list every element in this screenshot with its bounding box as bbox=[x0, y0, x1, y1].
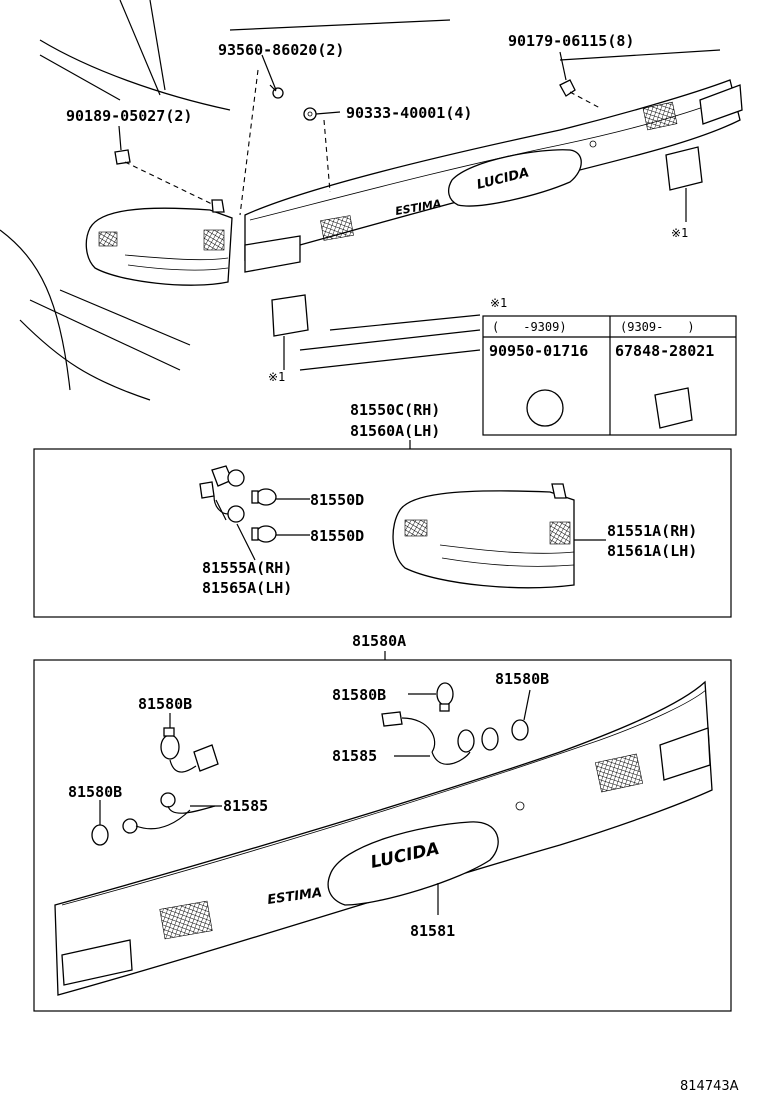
vehicle-body-outline bbox=[0, 0, 721, 401]
bulb-lower-label: 81550D bbox=[310, 527, 364, 545]
round-plug-icon bbox=[526, 389, 564, 427]
garnish-assembly-box bbox=[33, 659, 732, 1012]
lamp-assembly-box bbox=[33, 448, 732, 618]
rear-garnish-lens: LUCIDA ESTIMA bbox=[54, 680, 713, 996]
socket-wire-mid bbox=[381, 682, 529, 765]
garnish-assembly-label: 81580A bbox=[352, 632, 406, 650]
grommet-label: 90333-40001(4) bbox=[346, 104, 472, 122]
screw-label: 93560-86020(2) bbox=[218, 41, 344, 59]
bulb-upper-label: 81550D bbox=[310, 491, 364, 509]
nut-icon bbox=[114, 149, 131, 165]
bulb-right-label: 81580B bbox=[495, 670, 549, 688]
square-plug-icon bbox=[654, 387, 693, 429]
plug-cover-right bbox=[665, 146, 703, 191]
bulb-lower-icon bbox=[251, 525, 277, 543]
socket-label-rh: 81555A(RH) bbox=[202, 559, 292, 577]
clip-icon bbox=[559, 79, 576, 97]
screw-icon bbox=[269, 84, 284, 99]
bulb-left-bottom-label: 81580B bbox=[68, 783, 122, 801]
socket-left-label: 81585 bbox=[223, 797, 268, 815]
tail-lamp-lens bbox=[392, 483, 575, 589]
grommet-icon bbox=[303, 107, 317, 121]
illustration-id: 814743A bbox=[680, 1079, 739, 1094]
bulb-upper-icon bbox=[251, 488, 277, 506]
note-mark-left: ※1 bbox=[268, 370, 285, 384]
lens-label-lh: 81561A(LH) bbox=[607, 542, 697, 560]
nut-label: 90189-05027(2) bbox=[66, 107, 192, 125]
garnish-lens-label: 81581 bbox=[410, 922, 455, 940]
lamp-assembly-label-rh: 81550C(RH) bbox=[350, 401, 440, 419]
lamp-assembly-label-lh: 81560A(LH) bbox=[350, 422, 440, 440]
note-table-header-left: ( -9309) bbox=[492, 320, 567, 334]
note-table-header-right: (9309- ) bbox=[620, 320, 695, 334]
note-table-part-right: 67848-28021 bbox=[615, 342, 714, 360]
tail-lamp-top-left bbox=[85, 199, 233, 286]
bulb-left-top-label: 81580B bbox=[138, 695, 192, 713]
note-mark-right: ※1 bbox=[671, 226, 688, 240]
note-table-mark: ※1 bbox=[490, 296, 507, 310]
note-table-part-left: 90950-01716 bbox=[489, 342, 588, 360]
socket-wire-left bbox=[91, 727, 219, 846]
rear-garnish-top: LUCIDA ESTIMA bbox=[244, 79, 743, 273]
socket-label-lh: 81565A(LH) bbox=[202, 579, 292, 597]
lamp-socket-icon bbox=[199, 465, 245, 523]
bulb-mid-label: 81580B bbox=[332, 686, 386, 704]
socket-mid-label: 81585 bbox=[332, 747, 377, 765]
plug-cover-left bbox=[271, 294, 309, 337]
lens-label-rh: 81551A(RH) bbox=[607, 522, 697, 540]
clip-label: 90179-06115(8) bbox=[508, 32, 634, 50]
top-leader-lines bbox=[118, 51, 687, 370]
note-table: ※1 ( -9309) (9309- ) 90950-01716 67848-2… bbox=[482, 296, 737, 436]
